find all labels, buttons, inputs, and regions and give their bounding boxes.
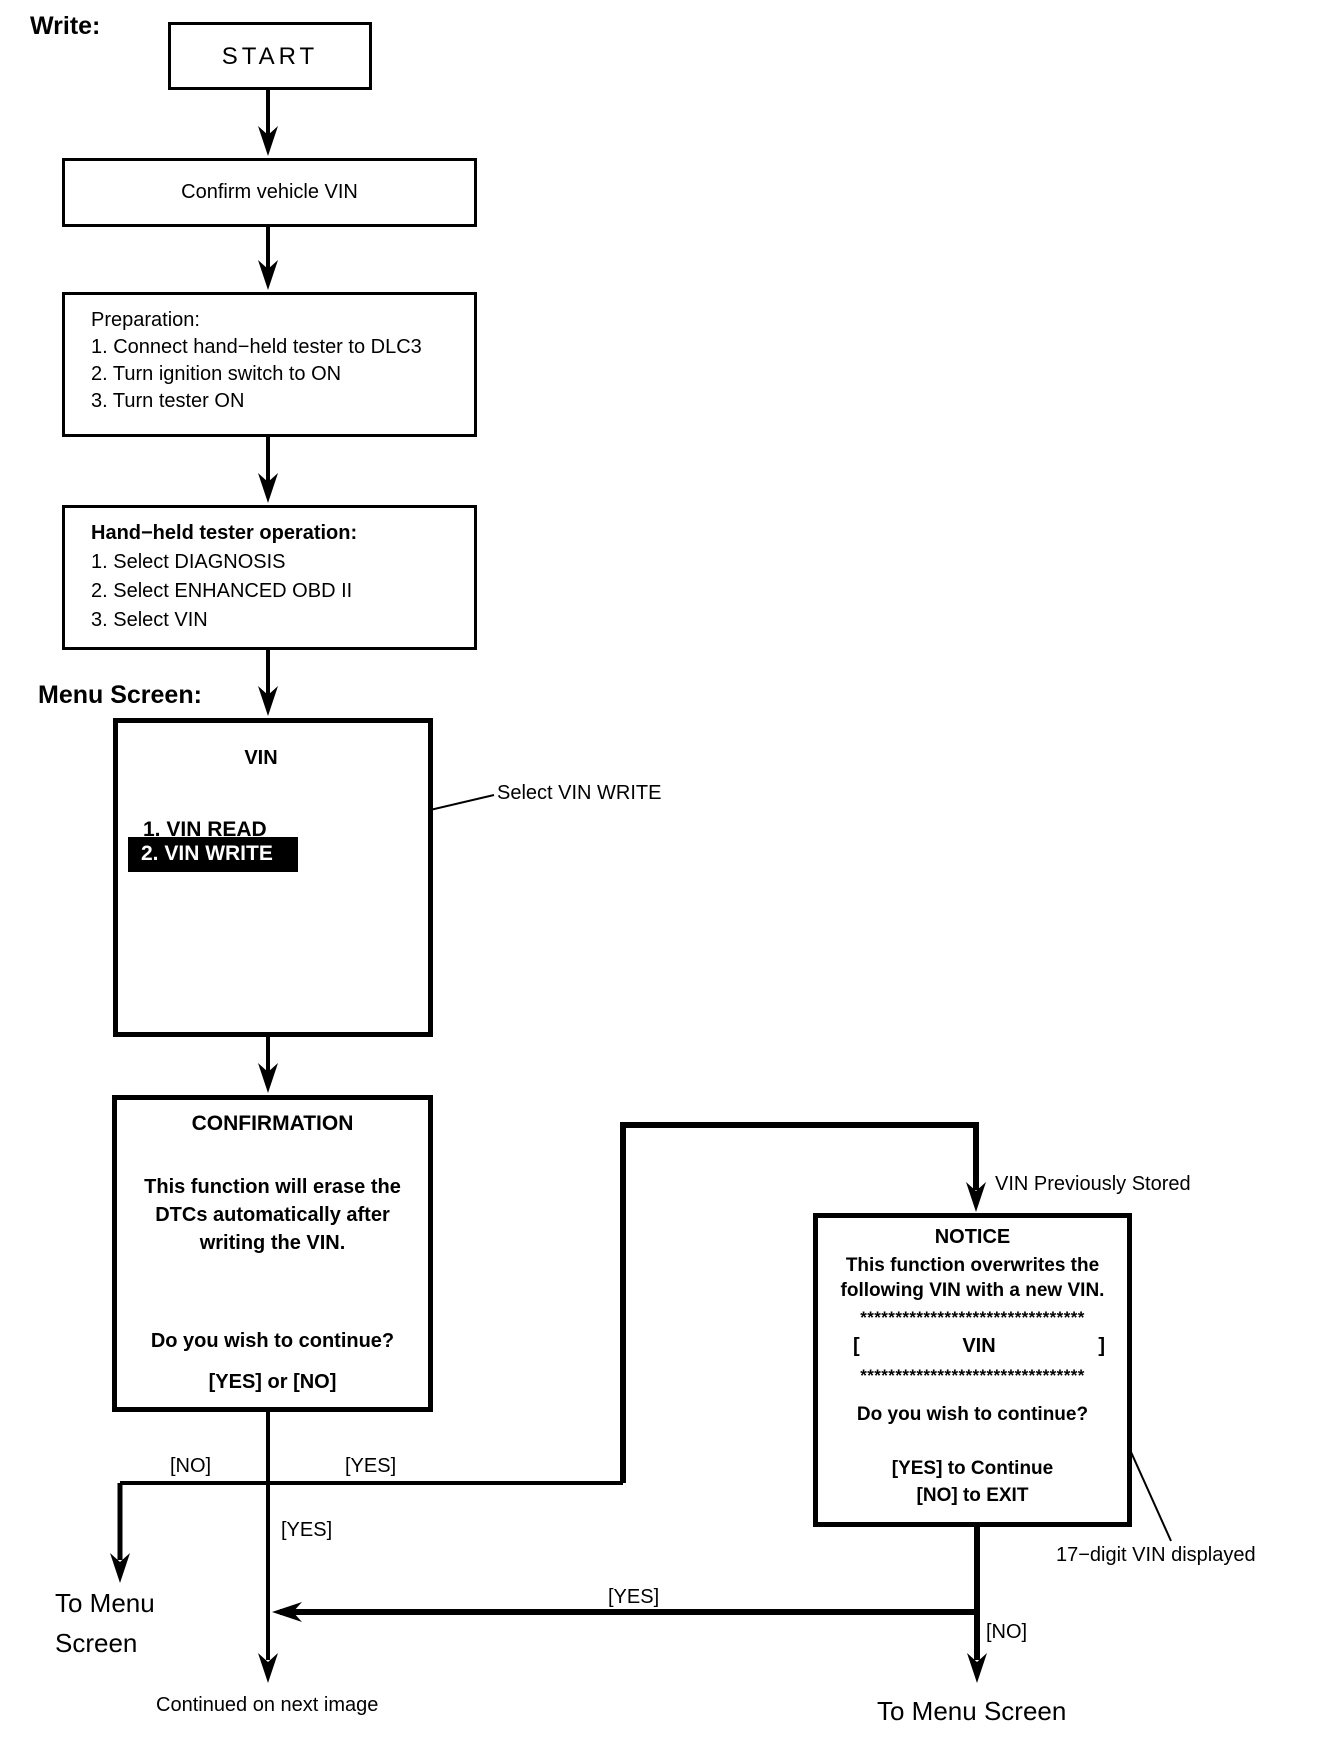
branch-label-yes: [YES] (281, 1519, 333, 1541)
notice-separator: ******************************** (860, 1366, 1085, 1385)
annotation-vin-previously-stored: VIN Previously Stored (995, 1173, 1191, 1195)
start-label: START (221, 43, 319, 70)
notice-vin-label: VIN (962, 1335, 996, 1357)
confirmation-body-line: DTCs automatically after (155, 1204, 390, 1226)
branch-label-yes: [YES] (345, 1455, 397, 1477)
confirmation-options: [YES] or [NO] (208, 1371, 337, 1393)
confirm-vin-node: Confirm vehicle VIN (62, 158, 477, 227)
vin-menu-title: VIN (244, 747, 278, 769)
notice-body-line: following VIN with a new VIN. (840, 1280, 1105, 1301)
bracket-close: ] (1098, 1335, 1105, 1357)
tester-operation-step: 1. Select DIAGNOSIS (91, 551, 286, 573)
arrow-down-icon (258, 260, 278, 290)
annotation-vin-displayed: 17−digit VIN displayed (1056, 1544, 1256, 1566)
preparation-step: 3. Turn tester ON (91, 390, 245, 412)
notice-title: NOTICE (934, 1226, 1011, 1248)
notice-screen: NOTICE This function overwrites the foll… (813, 1213, 1132, 1527)
confirmation-screen: CONFIRMATION This function will erase th… (112, 1095, 433, 1412)
notice-option-no: [NO] to EXIT (916, 1485, 1029, 1506)
tester-operation-step: 3. Select VIN (91, 609, 208, 631)
terminal-to-menu-line2: Screen (55, 1628, 138, 1658)
branch-label-no: [NO] (986, 1621, 1028, 1643)
arrow-down-icon (258, 126, 278, 156)
annotation-select-vin-write: Select VIN WRITE (497, 782, 662, 804)
arrow-down-icon (258, 1653, 278, 1683)
preparation-step: 2. Turn ignition switch to ON (91, 363, 342, 385)
tester-operation-step: 2. Select ENHANCED OBD II (91, 580, 353, 602)
terminal-continued: Continued on next image (156, 1694, 379, 1716)
section-label-menu-screen: Menu Screen: (38, 681, 202, 709)
confirmation-body-line: This function will erase the (144, 1176, 401, 1198)
start-node: START (168, 22, 372, 90)
confirmation-body-line: writing the VIN. (199, 1232, 346, 1254)
preparation-step: 1. Connect hand−held tester to DLC3 (91, 336, 422, 358)
notice-separator: ******************************** (860, 1308, 1085, 1327)
confirmation-question: Do you wish to continue? (150, 1330, 395, 1352)
vin-menu-screen: VIN 1. VIN READ 2. VIN WRITE (113, 718, 433, 1037)
terminal-to-menu-line1: To Menu (55, 1588, 155, 1618)
arrow-down-icon (258, 1063, 278, 1093)
tester-operation-node: Hand−held tester operation: 1. Select DI… (62, 505, 477, 650)
arrow-down-icon (258, 473, 278, 503)
arrow-down-icon (258, 686, 278, 716)
confirmation-title: CONFIRMATION (191, 1112, 354, 1135)
preparation-title: Preparation: (91, 309, 200, 331)
preparation-node: Preparation: 1. Connect hand−held tester… (62, 292, 477, 437)
menu-item-vin-write-selected: 2. VIN WRITE (128, 837, 298, 872)
arrow-down-icon (110, 1553, 130, 1583)
bracket-open: [ (853, 1335, 860, 1357)
notice-vin-field: [ VIN ] (853, 1335, 1105, 1358)
notice-option-yes: [YES] to Continue (891, 1458, 1054, 1479)
confirm-vin-label: Confirm vehicle VIN (181, 181, 358, 203)
branch-label-no: [NO] (170, 1455, 212, 1477)
arrow-down-icon (967, 1653, 987, 1683)
section-label-write: Write: (30, 12, 101, 40)
terminal-to-menu-screen: To Menu Screen (877, 1696, 1067, 1726)
arrowheads (110, 126, 987, 1683)
confirmation-body: This function will erase the DTCs automa… (117, 1173, 428, 1257)
arrow-down-icon (966, 1182, 986, 1212)
tester-operation-title: Hand−held tester operation: (91, 522, 358, 544)
notice-question: Do you wish to continue? (856, 1404, 1089, 1425)
notice-body-line: This function overwrites the (845, 1255, 1100, 1276)
arrow-left-icon (272, 1602, 302, 1622)
branch-label-yes: [YES] (608, 1586, 660, 1608)
menu-item-vin-read: 1. VIN READ (143, 818, 267, 841)
